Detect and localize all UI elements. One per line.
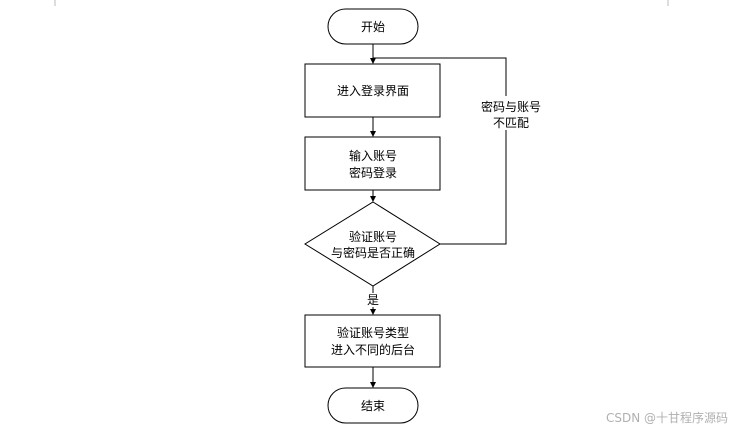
end-node: [327, 387, 419, 424]
route-label-1: 验证账号类型: [337, 325, 409, 340]
end-label: 结束: [361, 399, 385, 413]
watermark: CSDN @十甘程序源码: [605, 411, 728, 425]
mismatch-label-1: 密码与账号: [481, 99, 541, 114]
verify-label-1: 验证账号: [349, 229, 397, 244]
verify-decision: [304, 201, 441, 287]
input-node: [304, 136, 441, 191]
start-label: 开始: [361, 20, 385, 34]
arrow-mismatch-loop: [373, 57, 507, 245]
input-label-1: 输入账号: [349, 148, 397, 163]
login-page-node: [304, 63, 441, 118]
mismatch-label-2: 不匹配: [493, 116, 529, 130]
crop-marks: [54, 0, 669, 6]
login-page-label: 进入登录界面: [337, 83, 409, 98]
route-node: [304, 314, 441, 368]
route-label-2: 进入不同的后台: [331, 342, 415, 357]
input-label-2: 密码登录: [349, 165, 397, 180]
verify-label-2: 与密码是否正确: [331, 245, 415, 260]
yes-label: 是: [367, 293, 379, 307]
